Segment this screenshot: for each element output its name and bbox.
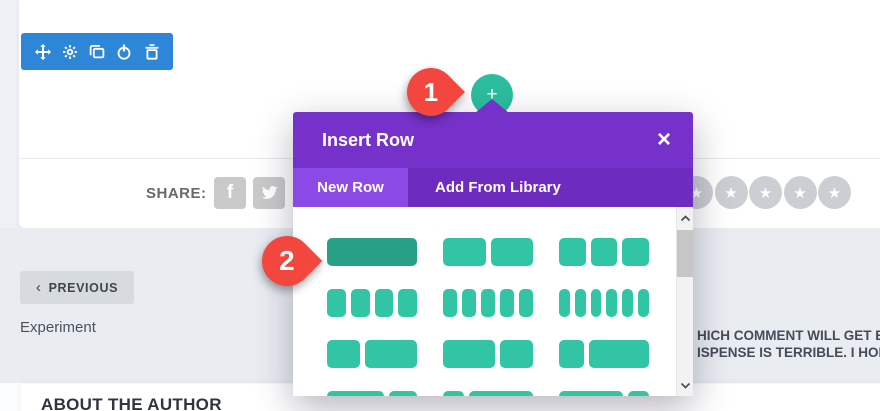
- column-block: [500, 340, 533, 368]
- column-block: [574, 289, 586, 317]
- star-rating-icon[interactable]: ★: [818, 176, 851, 209]
- close-icon[interactable]: ×: [656, 126, 671, 153]
- column-block: [350, 289, 370, 317]
- modal-title: Insert Row: [322, 129, 415, 150]
- row-layout-option[interactable]: [327, 391, 417, 396]
- column-block: [559, 340, 584, 368]
- previous-post-title[interactable]: Experiment: [20, 319, 96, 336]
- scrollbar-thumb[interactable]: [677, 230, 693, 277]
- column-block: [443, 289, 457, 317]
- star-rating-icon[interactable]: ★: [783, 176, 817, 209]
- row-layout-option[interactable]: [559, 238, 650, 266]
- row-layout-option[interactable]: [443, 238, 533, 266]
- column-block: [490, 238, 533, 266]
- next-post-title-line1: HICH COMMENT WILL GET EL: [697, 328, 880, 343]
- callout-pin-icon: 2: [251, 225, 323, 297]
- callout-pin-icon: 1: [397, 58, 465, 126]
- layout-grid-row: [327, 289, 649, 317]
- column-block: [388, 391, 417, 396]
- row-layout-option[interactable]: [327, 289, 417, 317]
- layout-grid-row: [327, 340, 649, 368]
- column-block: [327, 238, 417, 266]
- callout-badge-1: 1: [397, 58, 465, 126]
- star-rating-icon[interactable]: ★: [714, 176, 748, 209]
- twitter-icon[interactable]: [253, 177, 285, 209]
- column-block: [443, 238, 486, 266]
- modal-header: Insert Row ×: [293, 112, 693, 168]
- modal-notch: [475, 99, 509, 113]
- column-block: [327, 340, 360, 368]
- row-layout-option[interactable]: [327, 238, 417, 266]
- row-layout-grid: [327, 238, 650, 396]
- tab-add-from-library[interactable]: Add From Library: [435, 179, 561, 196]
- column-block: [374, 289, 394, 317]
- modal-scrollbar[interactable]: [676, 207, 693, 396]
- row-layout-option[interactable]: [559, 340, 649, 368]
- column-block: [327, 391, 384, 396]
- star-rating-icon[interactable]: ★: [749, 176, 782, 209]
- row-layout-option[interactable]: [443, 391, 533, 396]
- row-layout-option[interactable]: [559, 289, 649, 317]
- row-layout-option[interactable]: [559, 391, 649, 396]
- modal-body: [293, 207, 693, 396]
- plus-icon: +: [486, 84, 498, 105]
- row-layout-option[interactable]: [443, 289, 533, 317]
- chevron-left-icon: ‹: [36, 279, 42, 296]
- next-post-title-line2: ISPENSE IS TERRIBLE. I HOPE: [697, 345, 880, 360]
- column-block: [606, 289, 618, 317]
- column-block: [559, 289, 570, 317]
- column-block: [519, 289, 533, 317]
- scroll-up-icon[interactable]: [677, 210, 693, 226]
- callout-number: 2: [279, 244, 295, 276]
- insert-row-modal: Insert Row × New Row Add From Library: [293, 99, 693, 396]
- column-block: [589, 340, 649, 368]
- gear-icon[interactable]: [61, 43, 78, 60]
- row-layout-option[interactable]: [443, 340, 533, 368]
- column-block: [327, 289, 346, 317]
- callout-badge-2: 2: [251, 225, 323, 297]
- column-block: [443, 340, 496, 368]
- layout-grid-row: [327, 391, 649, 396]
- column-block: [469, 391, 533, 396]
- column-block: [364, 340, 417, 368]
- duplicate-icon[interactable]: [89, 43, 106, 60]
- tab-new-row[interactable]: New Row: [293, 168, 408, 207]
- column-block: [481, 289, 495, 317]
- modal-tab-bar: New Row Add From Library: [293, 168, 693, 207]
- previous-button-label: PREVIOUS: [48, 280, 119, 295]
- column-block: [559, 238, 586, 266]
- column-block: [398, 289, 417, 317]
- next-post-title[interactable]: HICH COMMENT WILL GET EL ISPENSE IS TERR…: [697, 327, 880, 361]
- move-icon[interactable]: [34, 43, 51, 60]
- share-label: SHARE:: [146, 185, 207, 202]
- column-block: [443, 391, 465, 396]
- save-icon[interactable]: [116, 43, 133, 60]
- column-block: [559, 391, 623, 396]
- row-toolbar: [21, 33, 173, 70]
- trash-icon[interactable]: [143, 43, 160, 60]
- row-layout-option[interactable]: [327, 340, 417, 368]
- facebook-icon[interactable]: f: [214, 177, 246, 209]
- about-author-heading: ABOUT THE AUTHOR: [41, 395, 222, 411]
- column-block: [622, 238, 650, 266]
- layout-grid-row: [327, 238, 650, 266]
- column-block: [590, 289, 602, 317]
- column-block: [622, 289, 634, 317]
- column-block: [590, 238, 618, 266]
- column-block: [638, 289, 649, 317]
- column-block: [627, 391, 649, 396]
- column-block: [462, 289, 476, 317]
- callout-number: 1: [423, 76, 439, 107]
- column-block: [500, 289, 514, 317]
- previous-button[interactable]: ‹ PREVIOUS: [20, 271, 135, 304]
- scroll-down-icon[interactable]: [677, 377, 693, 393]
